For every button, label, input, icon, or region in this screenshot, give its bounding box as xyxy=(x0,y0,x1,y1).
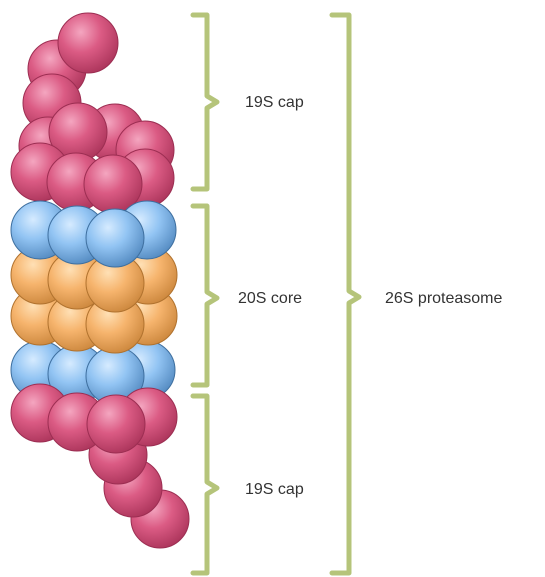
core-label: 20S core xyxy=(238,290,302,307)
core-beta-ring-top xyxy=(11,201,176,267)
proteasome-brace xyxy=(332,15,359,573)
proteasome-label: 26S proteasome xyxy=(385,290,503,307)
bottom-cap-label: 19S cap xyxy=(245,481,304,498)
bottom-19s-cap-subunits xyxy=(11,384,189,548)
top-cap-label: 19S cap xyxy=(245,94,304,111)
top-cap-brace xyxy=(193,15,217,189)
bottom-cap-brace xyxy=(193,396,217,573)
cap-subunit xyxy=(58,13,118,73)
top-19s-cap-subunits xyxy=(11,13,174,213)
core-subunit xyxy=(86,209,144,267)
core-brace xyxy=(193,206,217,385)
cap-subunit xyxy=(87,395,145,453)
